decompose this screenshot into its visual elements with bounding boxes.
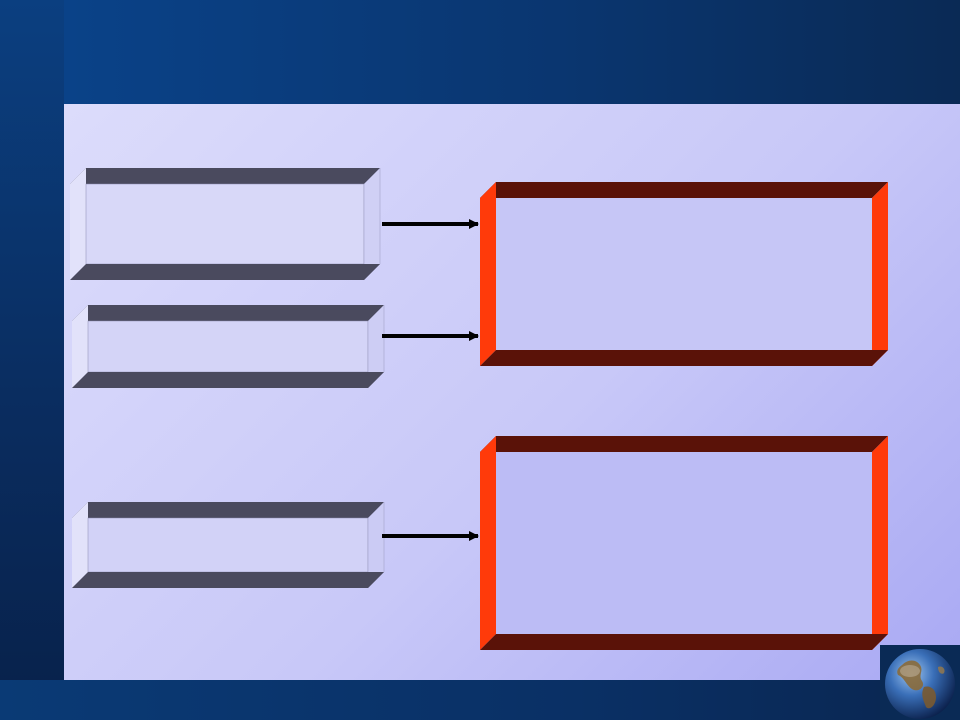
left-box-2 [72,304,385,389]
bottom-frame-band [0,680,960,720]
left-box-1 [70,167,381,281]
right-box-2 [480,436,888,650]
left-box-3 [72,501,385,589]
left-frame-band [0,0,64,720]
title-band [64,0,960,104]
globe-icon [880,645,960,720]
right-box-1 [480,182,888,366]
